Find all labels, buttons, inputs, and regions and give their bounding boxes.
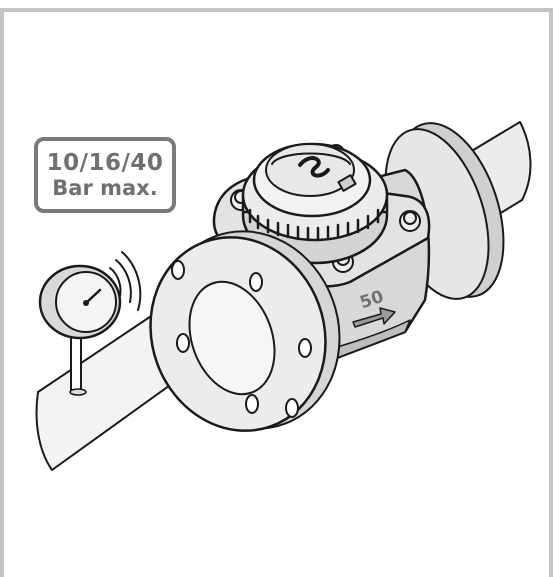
max-pressure-values: 10/16/40	[46, 149, 164, 176]
flange-left	[149, 230, 341, 432]
register-teeth	[248, 208, 380, 242]
flange-holes	[171, 260, 312, 418]
pressure-gauge-icon	[38, 264, 122, 396]
max-pressure-label: 10/16/40 Bar max.	[34, 137, 176, 213]
signal-waves-icon	[109, 251, 142, 311]
register-dome	[241, 142, 389, 265]
flow-arrow-icon	[352, 307, 396, 328]
max-pressure-unit: Bar max.	[52, 176, 158, 201]
register-lid-symbol	[298, 156, 330, 178]
water-meter-illustration: 50	[35, 121, 532, 471]
